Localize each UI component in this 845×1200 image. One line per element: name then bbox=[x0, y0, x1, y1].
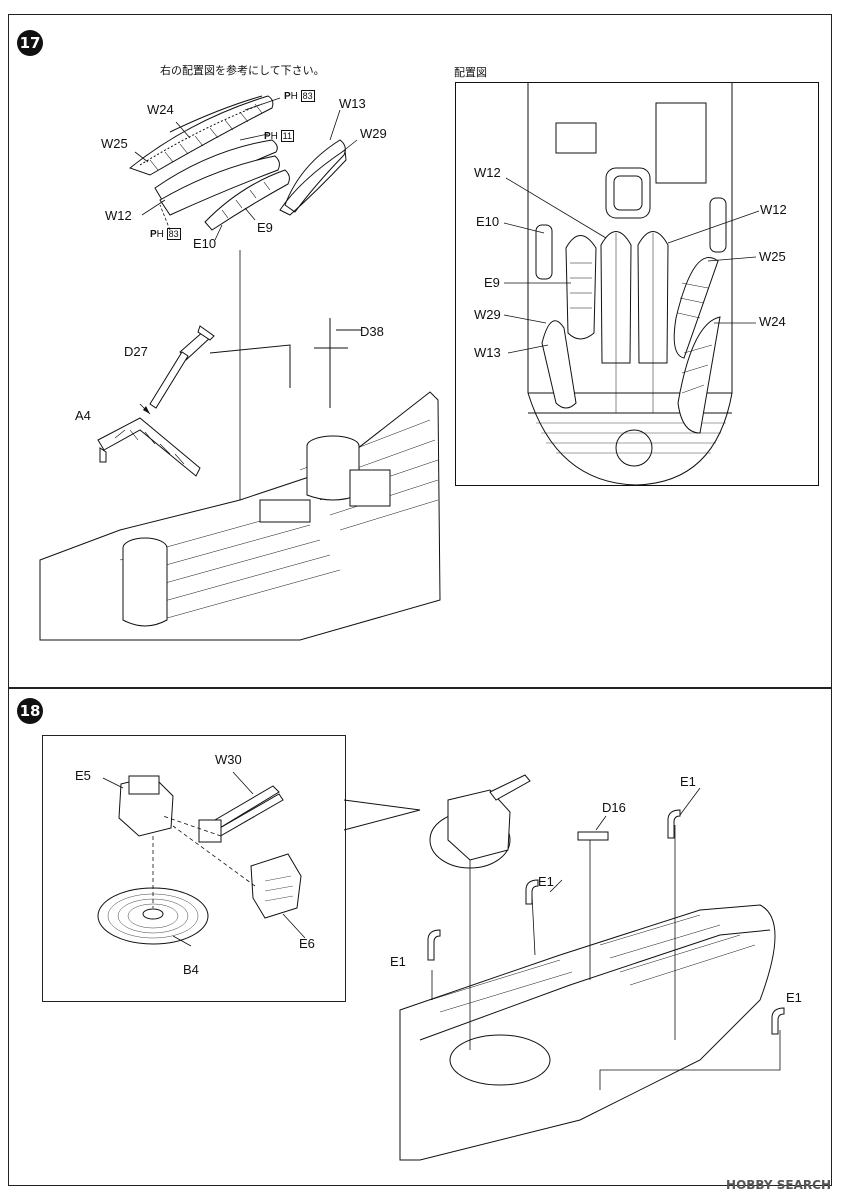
turret-exploded-drawing bbox=[97, 771, 306, 947]
layout-label-e10: E10 bbox=[476, 214, 500, 229]
part-label-w30: W30 bbox=[215, 752, 242, 767]
layout-label-w13: W13 bbox=[474, 345, 501, 360]
layout-label-w12-right: W12 bbox=[760, 202, 787, 217]
layout-deck-drawing bbox=[503, 83, 760, 486]
part-label-e1-left: E1 bbox=[390, 954, 406, 969]
step-18-number: 18 bbox=[17, 698, 43, 724]
step-17-instruction: 右の配置図を参考にして下さい。 bbox=[160, 64, 325, 77]
part-label-w25: W25 bbox=[101, 136, 128, 151]
turret-inset: E5 W30 E6 B4 bbox=[42, 735, 346, 1002]
step-17-number: 17 bbox=[17, 30, 43, 56]
photo-etched-number-83b: 83 bbox=[166, 228, 181, 240]
part-label-a4: A4 bbox=[75, 408, 91, 423]
part-label-e5: E5 bbox=[75, 768, 91, 783]
photo-etched-label-1: PH 83 bbox=[284, 90, 315, 102]
watermark: HOBBY SEARCH bbox=[726, 1178, 831, 1192]
part-label-e1-top: E1 bbox=[680, 774, 696, 789]
part-label-e9: E9 bbox=[257, 220, 273, 235]
step-17-panel bbox=[8, 14, 832, 688]
photo-etched-label-2: PH 11 bbox=[264, 130, 295, 142]
part-label-w24: W24 bbox=[147, 102, 174, 117]
layout-diagram-title: 配置図 bbox=[454, 66, 487, 79]
part-label-w13: W13 bbox=[339, 96, 366, 111]
part-label-d16: D16 bbox=[602, 800, 626, 815]
part-label-w29: W29 bbox=[360, 126, 387, 141]
part-label-d38: D38 bbox=[360, 324, 384, 339]
photo-etched-label-3: PH 83 bbox=[150, 228, 181, 240]
layout-label-w12-left: W12 bbox=[474, 165, 501, 180]
step-18-panel bbox=[8, 688, 832, 1186]
part-label-d27: D27 bbox=[124, 344, 148, 359]
layout-label-w25: W25 bbox=[759, 249, 786, 264]
part-label-e1-mid: E1 bbox=[538, 874, 554, 889]
part-label-w12: W12 bbox=[105, 208, 132, 223]
photo-etched-number-83a: 83 bbox=[300, 90, 315, 102]
layout-diagram: W12 E10 E9 W29 W13 W12 W25 W24 bbox=[455, 82, 819, 486]
layout-label-w24: W24 bbox=[759, 314, 786, 329]
part-label-e1-right: E1 bbox=[786, 990, 802, 1005]
part-label-e10: E10 bbox=[193, 236, 217, 251]
part-label-e6: E6 bbox=[299, 936, 315, 951]
layout-label-w29: W29 bbox=[474, 307, 501, 322]
photo-etched-number-11: 11 bbox=[280, 130, 295, 142]
part-label-b4: B4 bbox=[183, 962, 199, 977]
boats-exploded-drawing bbox=[39, 95, 441, 641]
layout-label-e9: E9 bbox=[484, 275, 500, 290]
